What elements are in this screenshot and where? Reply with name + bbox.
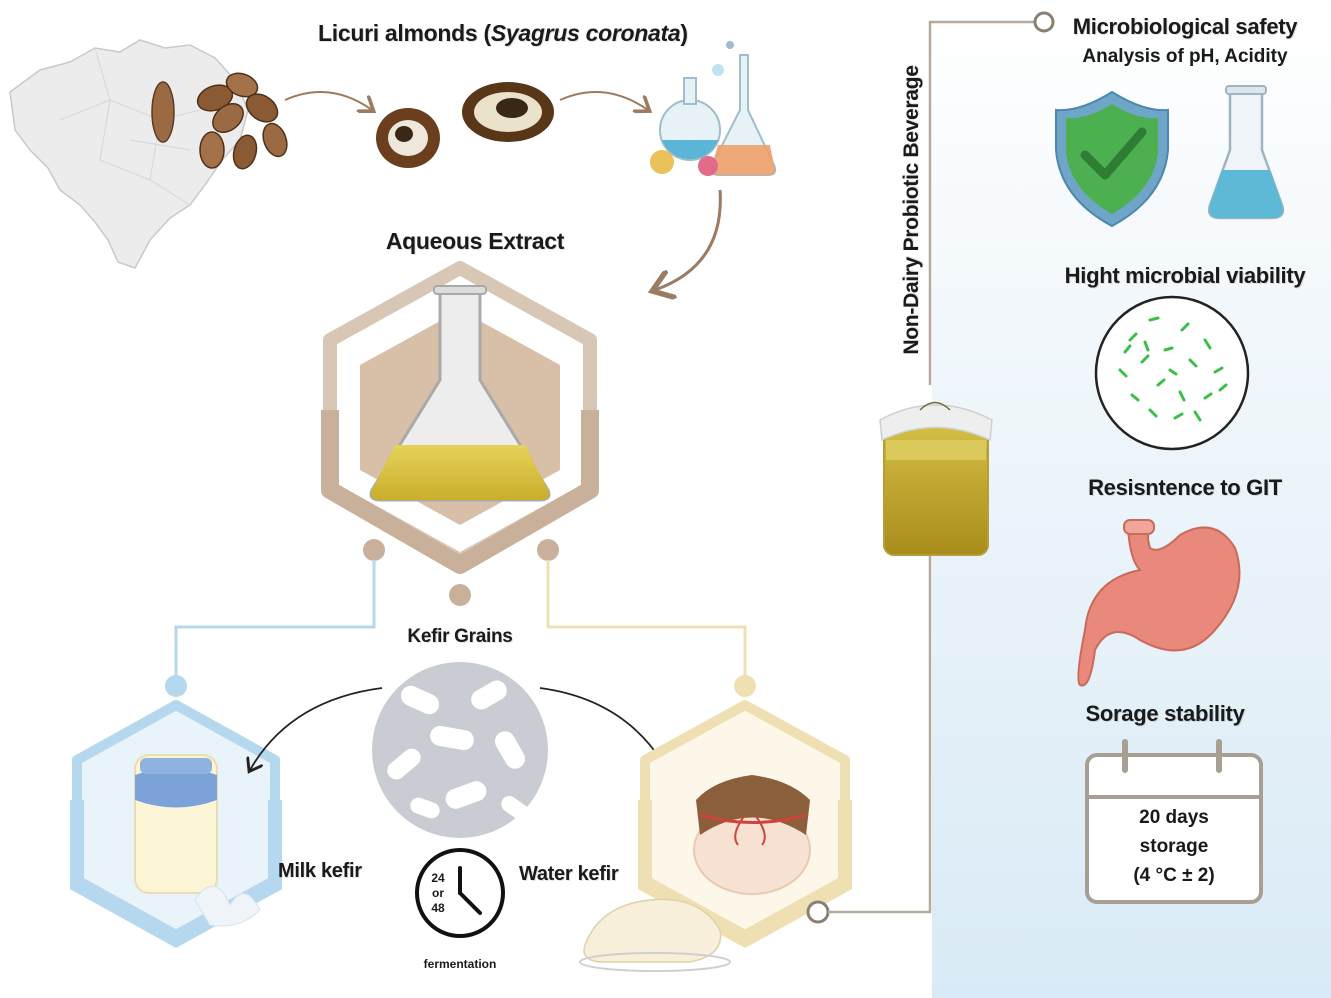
clock-icon — [415, 848, 505, 938]
clock-line-1: 24 — [431, 871, 445, 885]
viability-label: Hight microbial viability — [1064, 263, 1306, 288]
connector-dot-center — [449, 584, 471, 606]
licuri-nuts — [151, 72, 288, 170]
fermentation-label: fermentation — [423, 957, 497, 971]
lab-glassware — [650, 41, 777, 176]
shield-icon — [1055, 90, 1169, 228]
storage-text: 20 days storage (4 °C ± 2) — [1090, 803, 1258, 890]
extract-hexagon — [321, 261, 599, 574]
beaker-icon — [1207, 85, 1285, 220]
water-kefir-label: Water kefir — [519, 863, 619, 885]
stability-label: Sorage stability — [1085, 701, 1245, 726]
brazil-map — [9, 39, 249, 269]
petri-dish-icon — [1094, 295, 1250, 451]
stomach-icon — [1077, 519, 1241, 687]
licuri-title: Licuri almonds (Syagrus coronata) — [318, 20, 688, 47]
cut-nut-2 — [462, 82, 554, 142]
storage-line-3: (4 °C ± 2) — [1133, 865, 1215, 886]
milk-kefir-label: Milk kefir — [278, 860, 362, 882]
kefir-grains-circle — [372, 662, 548, 838]
licuri-species-name: Syagrus coronata — [490, 20, 681, 46]
beverage-jar — [879, 401, 993, 556]
storage-line-2: storage — [1139, 836, 1209, 857]
storage-line-1: 20 days — [1139, 807, 1209, 828]
licuri-title-suffix: ) — [680, 20, 688, 46]
aqueous-extract-label: Aqueous Extract — [385, 228, 565, 254]
clock-line-2: or — [432, 886, 444, 900]
clock-line-3: 48 — [431, 901, 445, 915]
git-label: Resisntence to GIT — [1088, 475, 1282, 500]
safety-subtitle: Analysis of pH, Acidity — [1082, 46, 1288, 67]
cut-nut-1 — [376, 108, 440, 168]
licuri-title-prefix: Licuri almonds ( — [318, 20, 491, 46]
connector-dot-left — [363, 539, 385, 561]
connector-dot-right — [537, 539, 559, 561]
clock-label: 24 or 48 — [418, 871, 458, 916]
kefir-grains-label: Kefir Grains — [407, 626, 513, 647]
safety-title: Microbiological safety — [1072, 14, 1298, 39]
non-dairy-beverage-label: Non-Dairy Probiotic Beverage — [900, 65, 923, 355]
water-kefir-hexagon — [579, 700, 852, 972]
calendar-icon — [1085, 739, 1263, 904]
milk-kefir-hexagon — [70, 700, 282, 949]
